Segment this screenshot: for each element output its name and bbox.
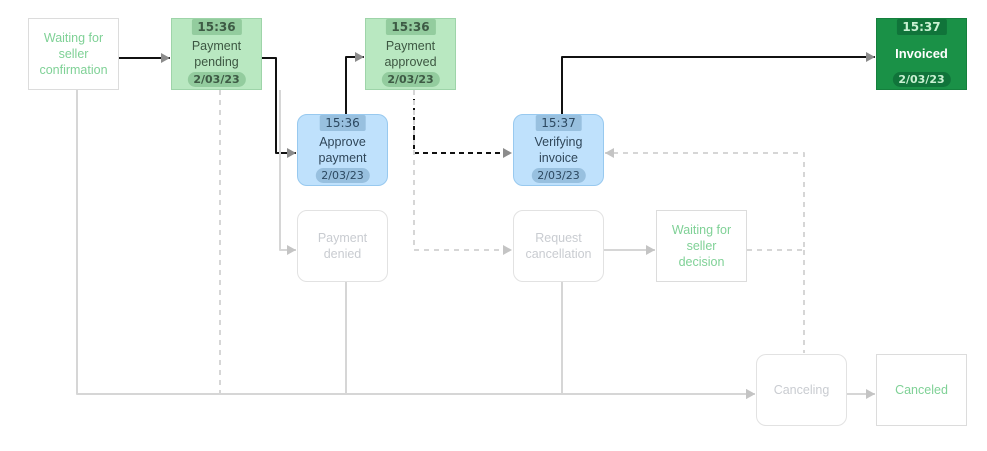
arrowhead-icon xyxy=(746,389,755,399)
node-time: 15:37 xyxy=(535,115,582,131)
node-request-cancellation[interactable]: Request cancellation xyxy=(513,210,604,282)
node-label: Canceled xyxy=(895,383,948,397)
node-label: Waiting for seller decision xyxy=(671,223,732,269)
edge-waiting-seller-confirmation-to-canceling xyxy=(76,90,755,399)
edge-verifying-invoice-to-invoiced xyxy=(561,52,875,114)
arrowhead-icon xyxy=(355,52,364,62)
arrowhead-icon xyxy=(287,148,296,158)
edge-canceling-to-canceled xyxy=(847,389,875,399)
arrowhead-icon xyxy=(503,245,512,255)
node-payment-denied[interactable]: Payment denied xyxy=(297,210,388,282)
node-label: Canceling xyxy=(773,383,830,397)
edge-request-cancellation-to-waiting-seller-decision xyxy=(604,245,655,255)
node-canceling[interactable]: Canceling xyxy=(756,354,847,426)
arrowhead-icon xyxy=(287,245,296,255)
edge-line xyxy=(561,56,875,114)
edge-line xyxy=(262,57,296,154)
edge-line xyxy=(345,282,755,395)
node-date: 2/03/23 xyxy=(187,72,246,87)
node-label: Waiting for seller confirmation xyxy=(39,31,108,77)
node-label: Payment pending xyxy=(191,39,242,69)
edge-payment-pending-to-approve-payment xyxy=(262,57,296,158)
node-date: 2/03/23 xyxy=(381,72,440,87)
edge-approve-payment-to-payment-approved xyxy=(345,52,364,114)
edge-line xyxy=(279,90,296,251)
edge-payment-pending-to-payment-denied xyxy=(279,90,296,255)
node-label: Approve payment xyxy=(318,135,367,165)
edge-payment-approved-to-request-cancellation xyxy=(413,90,512,255)
node-time: 15:37 xyxy=(896,19,947,35)
arrowhead-icon xyxy=(646,245,655,255)
node-time: 15:36 xyxy=(319,115,366,131)
arrowhead-icon xyxy=(866,52,875,62)
node-label: Invoiced xyxy=(895,46,948,61)
edge-request-cancellation-to-canceling xyxy=(561,282,755,399)
arrowhead-icon xyxy=(161,53,170,63)
arrowhead-icon xyxy=(605,148,614,158)
node-time: 15:36 xyxy=(191,19,242,35)
edge-line xyxy=(561,282,755,395)
node-date: 2/03/23 xyxy=(892,72,951,87)
node-date: 2/03/23 xyxy=(315,168,370,183)
edge-waiting-seller-confirmation-to-payment-pending xyxy=(119,53,170,63)
node-label: Payment denied xyxy=(317,231,368,261)
edge-line xyxy=(605,152,805,251)
edge-line xyxy=(345,56,364,114)
arrowhead-icon xyxy=(503,148,512,158)
node-waiting-seller-confirmation[interactable]: Waiting for seller confirmation xyxy=(28,18,119,90)
node-date: 2/03/23 xyxy=(531,168,586,183)
node-time: 15:36 xyxy=(385,19,436,35)
node-label: Request cancellation xyxy=(525,231,592,261)
edge-line xyxy=(413,90,512,154)
edge-payment-approved-to-verifying-invoice xyxy=(413,90,512,158)
node-label: Payment approved xyxy=(384,39,437,69)
edge-waiting-seller-decision-to-verifying-invoice xyxy=(605,148,805,251)
edge-line xyxy=(76,90,755,395)
edge-line xyxy=(413,90,512,251)
arrowhead-icon xyxy=(866,389,875,399)
node-waiting-seller-decision[interactable]: Waiting for seller decision xyxy=(656,210,747,282)
edge-payment-denied-to-canceling xyxy=(345,282,755,399)
node-canceled[interactable]: Canceled xyxy=(876,354,967,426)
node-label: Verifying invoice xyxy=(534,135,583,165)
